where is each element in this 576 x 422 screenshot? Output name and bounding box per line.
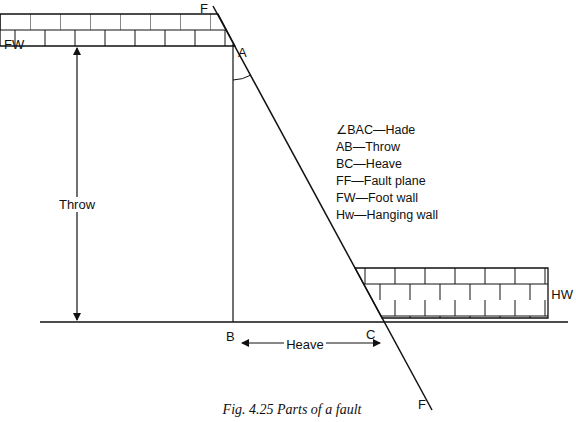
point-letter: B: [226, 330, 235, 343]
base-line: [40, 321, 568, 322]
point-letter: A: [238, 46, 247, 59]
hangingwall-strata: [355, 268, 548, 318]
key-note: FF—Fault plane: [336, 175, 426, 188]
hade-arc: [233, 75, 251, 80]
key-note: AB—Throw: [336, 141, 400, 154]
throw-arrow: [76, 60, 77, 320]
dimension-label: Throw: [57, 197, 97, 212]
dimension-label: Heave: [284, 337, 326, 352]
point-letter: C: [366, 328, 375, 341]
key-note: FW—Foot wall: [336, 192, 418, 205]
fault-letter: F: [418, 398, 426, 411]
fault-letter: F: [200, 2, 208, 15]
key-note: Hw—Hanging wall: [336, 209, 438, 222]
fault-plane: [213, 6, 432, 410]
key-note: BC—Heave: [336, 158, 402, 171]
wall-label: FW: [4, 38, 24, 51]
wall-label: HW: [551, 288, 573, 301]
key-note: ∠BAC—Hade: [336, 124, 415, 137]
footwall-strata: [0, 14, 235, 46]
figure-caption: Fig. 4.25 Parts of a fault: [223, 403, 362, 417]
throw-line: [232, 44, 233, 322]
